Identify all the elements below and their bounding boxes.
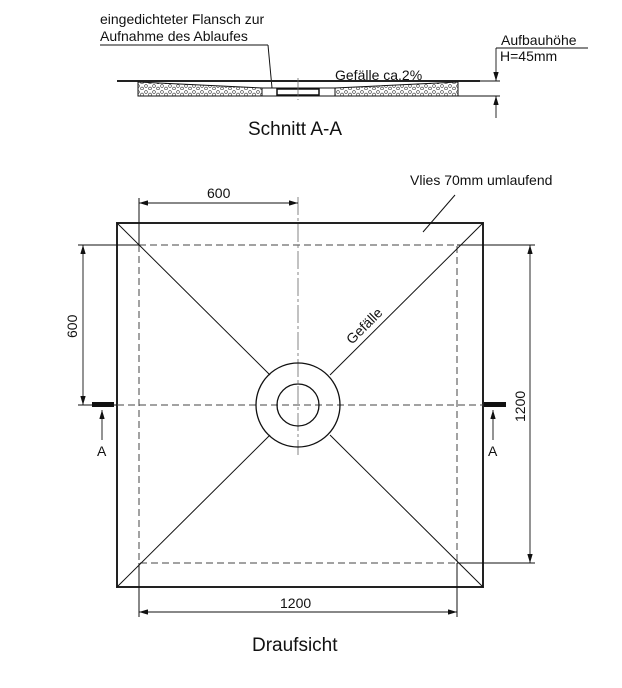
drain-inner-circle <box>276 383 320 427</box>
section-marker-right-label: A <box>488 443 498 459</box>
slope-line-bl <box>116 434 271 588</box>
section-marker-left-label: A <box>97 443 107 459</box>
dim-left-label: 600 <box>64 314 80 338</box>
slope-line-tl <box>116 222 271 376</box>
dim-right-label: 1200 <box>512 391 528 422</box>
height-value: H=45mm <box>500 48 557 64</box>
dim-top-label: 600 <box>207 185 231 201</box>
section-marker-right: A <box>484 402 506 459</box>
section-view: eingedichteter Flansch zur Aufnahme des … <box>100 11 588 140</box>
drain-outer-circle <box>255 362 341 448</box>
slope-label: Gefälle ca.2% <box>335 67 422 83</box>
plan-title: Draufsicht <box>252 635 338 656</box>
fleece-label: Vlies 70mm umlaufend <box>410 172 552 188</box>
slope-line-br <box>329 434 484 588</box>
flange-label-line2: Aufnahme des Ablaufes <box>100 28 248 44</box>
flange-label-line1: eingedichteter Flansch zur <box>100 11 265 27</box>
section-marker-left: A <box>92 402 114 459</box>
plan-view: Gefälle Vlies 70mm umlaufend 600 600 120… <box>64 172 552 656</box>
fleece-leader <box>422 194 456 233</box>
slope-line-tr <box>329 222 484 376</box>
screed-right <box>334 81 459 97</box>
height-label: Aufbauhöhe <box>501 32 577 48</box>
section-title: Schnitt A-A <box>248 119 342 140</box>
dim-bottom-label: 1200 <box>280 595 311 611</box>
screed-left <box>137 81 263 97</box>
